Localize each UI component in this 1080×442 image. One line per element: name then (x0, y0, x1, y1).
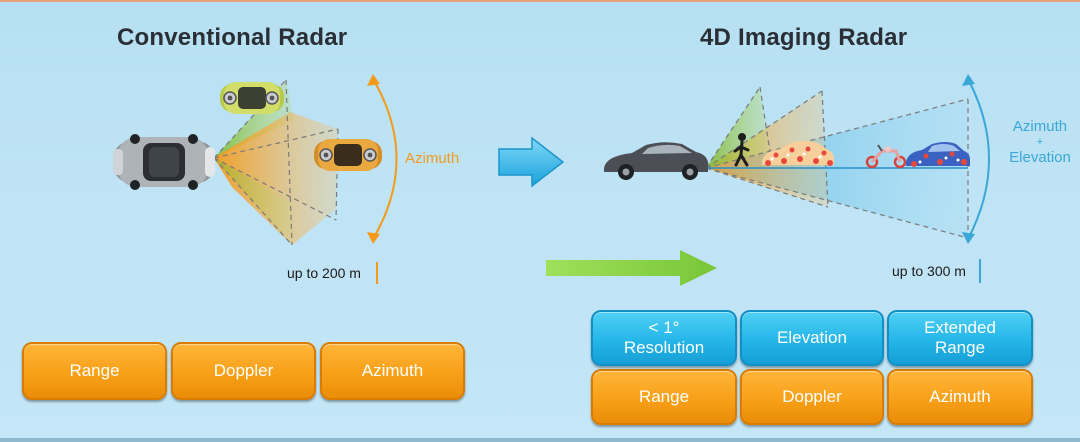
imaging-feature-extended-range: Extended Range (887, 310, 1033, 366)
ego-sedan-icon (604, 142, 708, 180)
azimuth-label-left: Azimuth (405, 150, 460, 167)
imaging-feature-resolution: < 1° Resolution (591, 310, 737, 366)
imaging-beams (705, 86, 969, 239)
point-cloud-car-icon (762, 141, 834, 166)
imaging-feature-doppler: Doppler (740, 369, 884, 425)
conventional-feature-azimuth: Azimuth (320, 342, 465, 400)
conventional-radar-title: Conventional Radar (117, 24, 348, 51)
imaging-feature-azimuth: Azimuth (887, 369, 1033, 425)
range-label-left: up to 200 m (287, 265, 361, 281)
ego-car-icon (113, 134, 215, 190)
right-arrow-icon (498, 136, 565, 188)
imaging-feature-range: Range (591, 369, 737, 425)
scooter-icon (865, 144, 907, 169)
plus-label: + (1036, 136, 1044, 148)
point-cloud-car-blue-icon (906, 142, 970, 167)
azimuth-elevation-arc (962, 74, 990, 244)
green-arrow-icon (546, 250, 717, 286)
azimuth-arc-left (367, 74, 398, 244)
azimuth-elevation-label: Azimuth + Elevation (1003, 117, 1077, 167)
target-car-orange-icon (314, 139, 382, 171)
imaging-radar-title: 4D Imaging Radar (700, 24, 908, 51)
target-car-yellow-icon (220, 82, 284, 114)
conventional-feature-doppler: Doppler (171, 342, 316, 400)
conventional-feature-range: Range (22, 342, 167, 400)
elevation-label-right: Elevation (1009, 149, 1071, 166)
pedestrian-icon (733, 133, 750, 167)
range-label-right: up to 300 m (892, 263, 966, 279)
azimuth-label-right: Azimuth (1012, 118, 1068, 135)
imaging-feature-elevation: Elevation (740, 310, 884, 366)
